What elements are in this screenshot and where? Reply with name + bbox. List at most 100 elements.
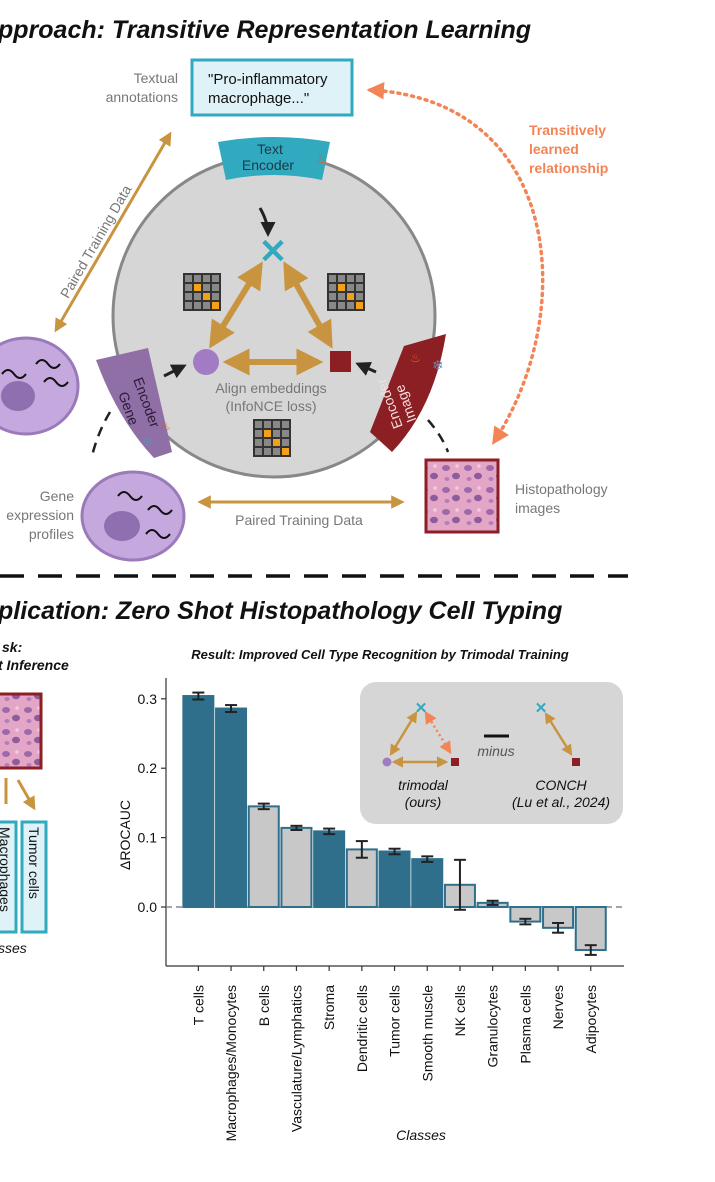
- gene-fire-icon: ♨: [160, 419, 171, 433]
- image-snowflake-icon: ❄: [432, 357, 444, 373]
- y-tick-label: 0.3: [138, 691, 158, 707]
- quote-line-1: "Pro-inflammatory: [208, 71, 328, 88]
- align-line-1: Align embeddings: [215, 380, 326, 396]
- gene-cell-icon-top: [0, 336, 80, 436]
- text-encoder-line-2: Encoder: [242, 157, 294, 173]
- legend-conch-arrow: [544, 712, 573, 756]
- query-arrows: [4, 778, 34, 808]
- dashed-arc-right: [427, 419, 450, 453]
- align-arrow-left: [209, 261, 263, 349]
- gene-to-embedding-arrow: [163, 364, 187, 379]
- x-tick-label: Tumor cells: [387, 985, 403, 1057]
- chart-title: Result: Improved Cell Type Recognition b…: [191, 647, 569, 662]
- task-line-2: t Inference: [0, 657, 69, 673]
- x-tick-label: Smooth muscle: [419, 985, 435, 1082]
- task-line-1: sk:: [2, 639, 22, 655]
- gene-snowflake-icon: ❄: [142, 434, 154, 450]
- legend-conch-line-2: (Lu et al., 2024): [512, 794, 610, 810]
- text-annotation-box: [190, 58, 354, 117]
- x-tick-label: B cells: [256, 985, 272, 1026]
- transitive-arrow: [366, 82, 545, 445]
- histo-line-2: images: [515, 500, 560, 516]
- transitive-line-2: learned: [529, 141, 579, 157]
- gene-profiles-line-3: profiles: [29, 526, 74, 542]
- textual-annotations-label: Textual annotations: [106, 70, 178, 105]
- x-tick-label: T cells: [190, 985, 206, 1025]
- transitive-label: Transitively learned relationship: [529, 122, 608, 176]
- y-tick-label: 0.2: [138, 760, 158, 776]
- bar: [345, 848, 378, 909]
- class-label-tumor: Tumor cells: [26, 827, 42, 899]
- image-fire-icon: ♨: [410, 351, 421, 365]
- y-tick-label: 0.0: [138, 899, 158, 915]
- x-tick-label: Macrophages/Monocytes: [223, 985, 239, 1141]
- bar-chart: 0.0 0.1 0.2 0.3 T cells Macrophages/Monocytes…: [138, 678, 624, 1141]
- text-embedding-cross-icon: ✕: [259, 233, 288, 271]
- paired-data-bottom-label: Paired Training Data: [235, 512, 363, 528]
- bar: [280, 826, 313, 909]
- paired-data-arrow-diagonal: [54, 131, 172, 333]
- text-encoder-line-1: Text: [257, 141, 283, 157]
- bar: [215, 707, 248, 909]
- textual-label-line-2: annotations: [106, 89, 178, 105]
- x-tick-label: Adipocytes: [583, 985, 599, 1053]
- gene-profiles-line-1: Gene: [40, 488, 74, 504]
- x-tick-label: NK cells: [452, 985, 468, 1036]
- section-heading-top: pproach: Transitive Representation Learn…: [0, 16, 531, 44]
- legend-panel: ✕ trimodal (ours) minus ✕ CONCH (Lu et a…: [360, 682, 623, 824]
- align-arrow-right: [283, 261, 333, 349]
- gene-profiles-line-2: expression: [6, 507, 74, 523]
- gene-profiles-label: Gene expression profiles: [6, 488, 74, 542]
- x-tick-label: Stroma: [321, 985, 337, 1030]
- gene-embedding-dot-icon: [193, 349, 219, 375]
- query-histology-image: [0, 692, 43, 770]
- bar: [247, 805, 280, 909]
- class-label-macrophages: Macrophages: [0, 827, 13, 912]
- legend-trimodal-line-1: trimodal: [398, 777, 449, 793]
- gene-encoder-band: [96, 348, 172, 458]
- y-tick-label: 0.1: [138, 830, 158, 846]
- legend-conch-cross-icon: ✕: [535, 700, 548, 717]
- classes-left-label: sses: [0, 940, 27, 956]
- bar: [411, 858, 444, 909]
- legend-square-icon: [451, 758, 459, 766]
- x-tick-label: Granulocytes: [485, 985, 501, 1067]
- chart-xlabel: Classes: [396, 1127, 446, 1143]
- legend-minus-label: minus: [477, 743, 514, 759]
- histo-line-1: Histopathology: [515, 481, 608, 497]
- legend-cross-icon: ✕: [415, 700, 428, 717]
- legend-conch-line-1: CONCH: [535, 777, 587, 793]
- fire-icon: ♨: [316, 151, 328, 166]
- x-tick-label: Vasculature/Lymphatics: [288, 985, 304, 1132]
- bar: [182, 695, 215, 909]
- class-box-tumor: [20, 820, 48, 934]
- x-tick-label: Plasma cells: [517, 985, 533, 1064]
- gene-cell-icon-bottom: [80, 470, 186, 562]
- matrix-icon-left: [183, 273, 221, 311]
- transitive-line-1: Transitively: [529, 122, 606, 138]
- textual-label-line-1: Textual: [134, 70, 178, 86]
- align-line-2: (InfoNCE loss): [225, 398, 316, 414]
- dashed-arc-left: [90, 411, 112, 457]
- x-tick-label: Dendritic cells: [354, 985, 370, 1072]
- x-tick-label: Nerves: [550, 985, 566, 1029]
- quote-line-2: macrophage...": [208, 90, 309, 107]
- transitive-line-3: relationship: [529, 160, 608, 176]
- class-box-macrophages: [0, 820, 18, 934]
- section-heading-bottom: plication: Zero Shot Histopathology Cell…: [0, 597, 562, 625]
- legend-dot-icon: [382, 757, 392, 767]
- matrix-icon-bottom: [253, 419, 291, 457]
- bar: [574, 906, 607, 952]
- legend-tri-left: [389, 711, 418, 756]
- bar: [313, 830, 346, 909]
- chart-ylabel: ΔROCAUC: [117, 800, 133, 870]
- histopathology-image: [424, 458, 500, 534]
- matrix-icon-right: [327, 273, 365, 311]
- text-encoder-band: [218, 137, 330, 180]
- text-to-embedding-arrow: [258, 207, 276, 237]
- image-embedding-square-icon: [330, 351, 351, 372]
- bar: [378, 850, 411, 909]
- legend-trimodal-line-2: (ours): [405, 794, 442, 810]
- legend-conch-square-icon: [572, 758, 580, 766]
